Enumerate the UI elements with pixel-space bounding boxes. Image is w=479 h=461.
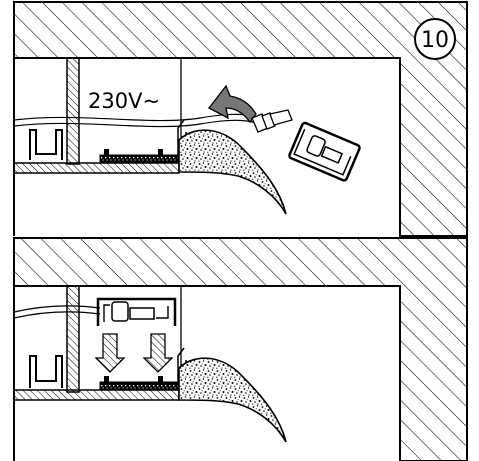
bottom-cable-2 bbox=[13, 311, 101, 319]
top-mount-peg-1 bbox=[104, 149, 109, 156]
top-mount-bar bbox=[99, 154, 181, 163]
step-badge: 10 bbox=[414, 18, 456, 60]
top-wall-hatch bbox=[13, 1, 468, 237]
top-cable-2 bbox=[13, 119, 271, 129]
bottom-left-post bbox=[66, 285, 80, 393]
down-arrow-icon-left bbox=[94, 333, 126, 373]
top-left-post bbox=[66, 57, 80, 165]
step-number: 10 bbox=[421, 28, 449, 53]
top-sink bbox=[29, 129, 63, 160]
top-mount-peg-2 bbox=[158, 149, 163, 156]
heater-device bbox=[288, 121, 361, 182]
bottom-insulation bbox=[178, 357, 287, 443]
down-arrow-icon-right bbox=[142, 333, 174, 373]
insert-arrow-icon bbox=[208, 84, 257, 124]
bottom-scene bbox=[13, 237, 468, 461]
bottom-mount-bar bbox=[99, 381, 181, 390]
bottom-wall-hatch bbox=[13, 237, 468, 461]
top-scene: 230V~ bbox=[13, 1, 468, 237]
bottom-sill bbox=[13, 389, 180, 401]
voltage-label: 230V~ bbox=[88, 89, 160, 113]
plug-connector bbox=[251, 109, 293, 133]
bottom-cable bbox=[13, 305, 101, 313]
bottom-sink bbox=[29, 355, 63, 388]
top-sill bbox=[13, 162, 180, 174]
top-insulation bbox=[178, 129, 287, 215]
bottom-mount-peg-2 bbox=[158, 376, 163, 383]
heater-device-positioned bbox=[96, 297, 177, 326]
bottom-mount-peg-1 bbox=[104, 376, 109, 383]
